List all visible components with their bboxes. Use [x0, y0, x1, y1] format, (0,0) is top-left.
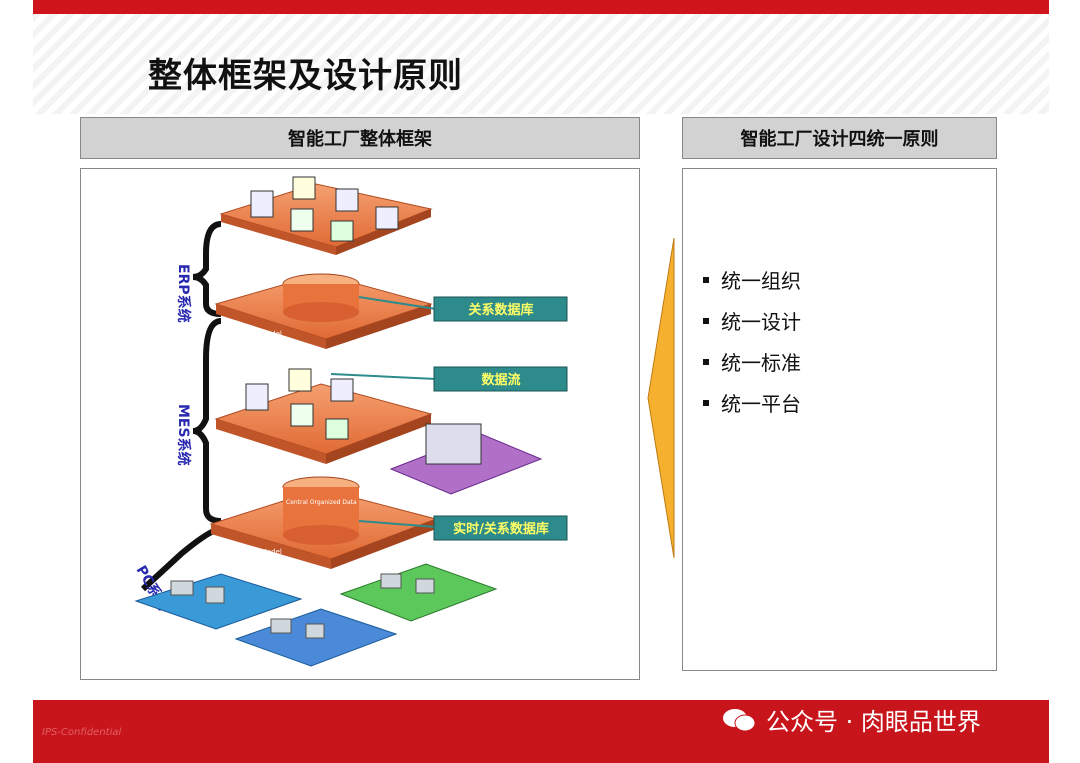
callout-data-flow-text: 数据流	[481, 372, 520, 388]
watermark-text: 公众号 · 肉眼品世界	[766, 702, 981, 737]
plant-model-label-1: Plant Model	[241, 330, 282, 338]
principles-header: 智能工厂设计四统一原则	[682, 117, 997, 159]
central-data-label: Central Organized Data	[286, 499, 357, 506]
bullet-icon	[703, 400, 709, 406]
watermark: 公众号 · 肉眼品世界	[722, 702, 981, 737]
framework-diagram-panel: ERP系统 MES系统 PC系统 Plant Model	[80, 168, 640, 680]
erp-system-label: ERP系统	[175, 264, 192, 323]
control-room-screen	[426, 424, 481, 464]
mes-system-label: MES系统	[175, 404, 192, 466]
principles-list: 统一组织 统一设计 统一标准 统一平台	[703, 259, 801, 423]
erp-bracket	[193, 224, 221, 314]
orange-pointer-arrow	[646, 238, 676, 558]
top-red-bar	[33, 0, 1049, 14]
principle-item: 统一设计	[703, 300, 801, 341]
callout-relational-db-text: 关系数据库	[468, 302, 533, 318]
principles-panel: 统一组织 统一设计 统一标准 统一平台	[682, 168, 997, 671]
framework-diagram: ERP系统 MES系统 PC系统 Plant Model	[81, 169, 639, 679]
bullet-icon	[703, 277, 709, 283]
plant-model-label-2: Plant Model	[241, 548, 282, 556]
bullet-icon	[703, 359, 709, 365]
bullet-icon	[703, 318, 709, 324]
wechat-icon	[722, 707, 756, 733]
confidential-label: IPS-Confidential	[42, 727, 121, 738]
page-title: 整体框架及设计原则	[148, 48, 463, 97]
principle-item: 统一平台	[703, 382, 801, 423]
principle-item: 统一组织	[703, 259, 801, 300]
callout-realtime-db-text: 实时/关系数据库	[453, 521, 549, 537]
principle-item: 统一标准	[703, 341, 801, 382]
framework-header: 智能工厂整体框架	[80, 117, 640, 159]
